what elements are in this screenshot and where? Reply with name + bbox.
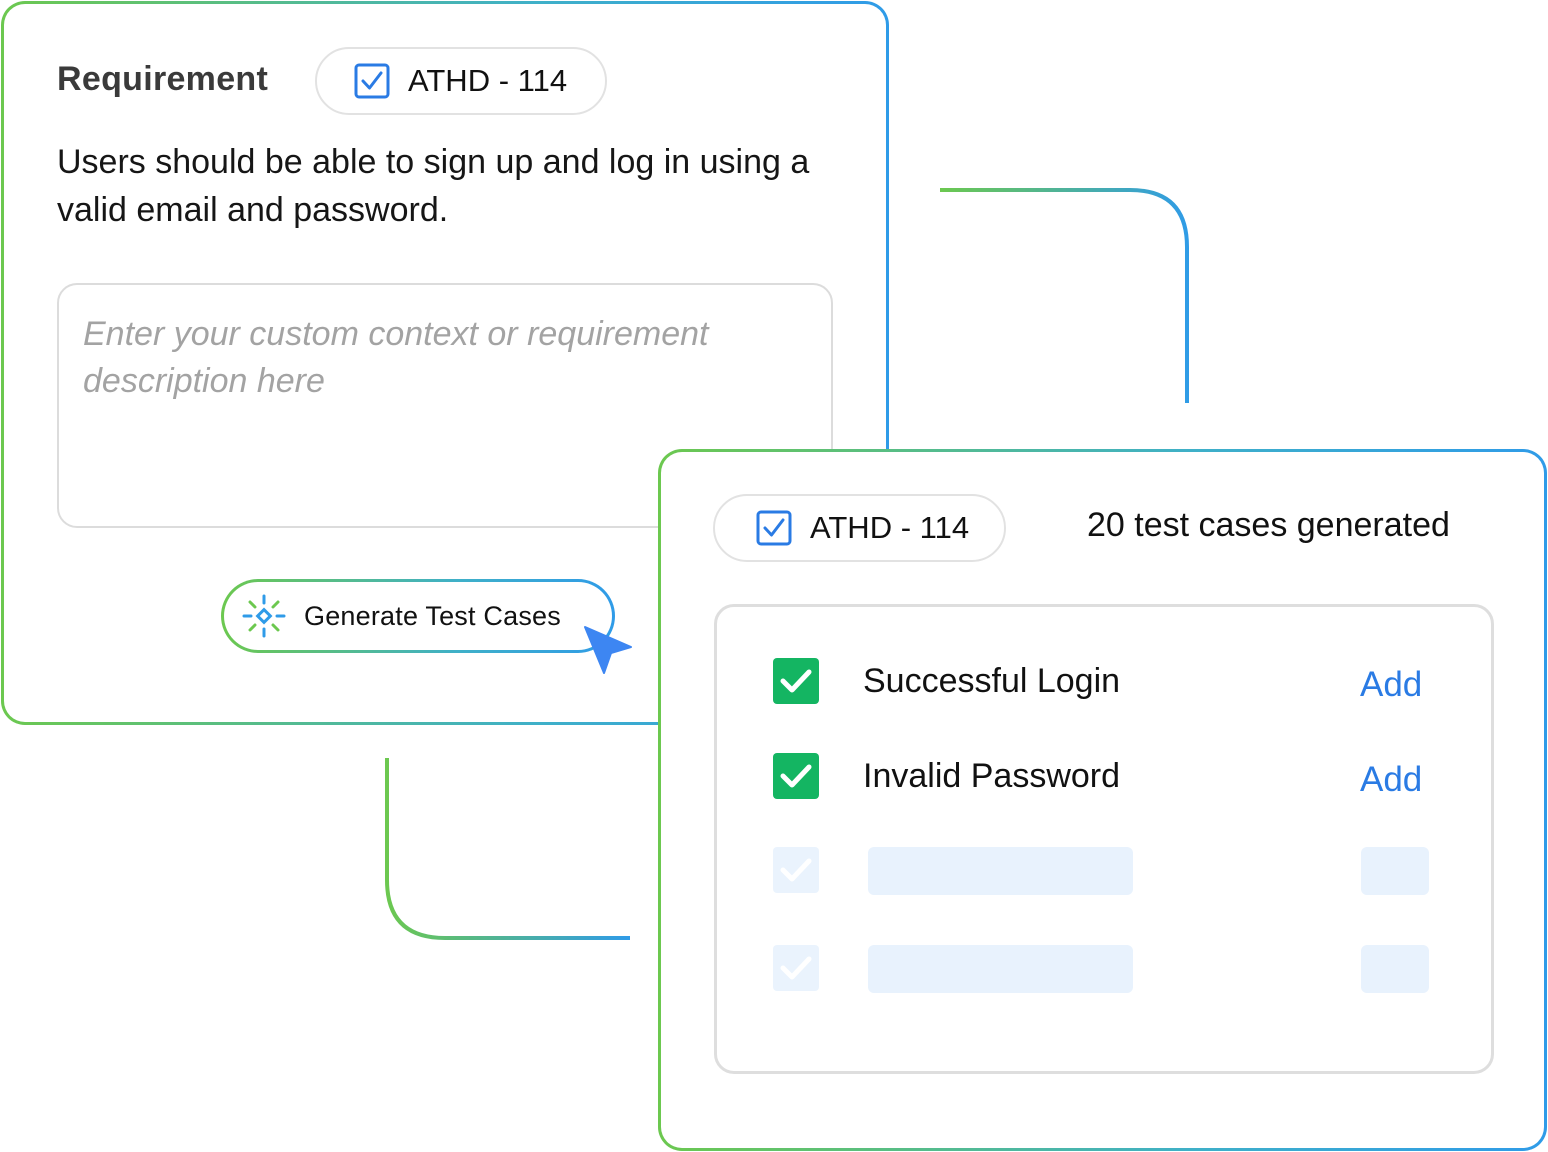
test-case-checkbox[interactable] bbox=[773, 658, 819, 704]
ticket-chip[interactable]: ATHD - 114 bbox=[713, 494, 1006, 562]
check-icon bbox=[780, 956, 812, 980]
ticket-id: ATHD - 114 bbox=[408, 63, 568, 98]
check-icon bbox=[780, 858, 812, 882]
generate-button-label: Generate Test Cases bbox=[304, 600, 561, 631]
checkbox-icon bbox=[756, 510, 792, 546]
check-icon bbox=[780, 764, 812, 788]
generate-test-cases-button[interactable]: Generate Test Cases bbox=[221, 579, 615, 653]
add-test-case-link[interactable]: Add bbox=[1360, 665, 1423, 704]
test-case-title: Invalid Password bbox=[863, 757, 1121, 795]
connector-bottom bbox=[385, 758, 630, 940]
placeholder-action-bar bbox=[1361, 847, 1429, 895]
connector-top bbox=[940, 188, 1189, 403]
requirement-card: Requirement ATHD - 114 Users should be a… bbox=[1, 1, 889, 725]
test-case-title: Successful Login bbox=[863, 662, 1121, 700]
list-item: Successful Login Add bbox=[717, 658, 1491, 708]
ai-sparkle-icon bbox=[242, 594, 286, 638]
add-test-case-link[interactable]: Add bbox=[1360, 760, 1423, 799]
requirement-description: Users should be able to sign up and log … bbox=[57, 143, 810, 229]
placeholder-checkbox bbox=[773, 847, 819, 893]
placeholder-title-bar bbox=[868, 847, 1133, 895]
loading-placeholder-row bbox=[717, 945, 1491, 995]
list-item: Invalid Password Add bbox=[717, 753, 1491, 803]
custom-context-input[interactable] bbox=[57, 283, 833, 528]
placeholder-action-bar bbox=[1361, 945, 1429, 993]
ticket-id: ATHD - 114 bbox=[810, 510, 970, 545]
placeholder-title-bar bbox=[868, 945, 1133, 993]
loading-placeholder-row bbox=[717, 847, 1491, 897]
requirement-title: Requirement bbox=[57, 60, 269, 98]
placeholder-checkbox bbox=[773, 945, 819, 991]
check-icon bbox=[780, 669, 812, 693]
test-cases-list: Successful Login Add Invalid Password Ad… bbox=[714, 604, 1494, 1074]
test-case-checkbox[interactable] bbox=[773, 753, 819, 799]
generated-test-cases-card: ATHD - 114 20 test cases generated Succe… bbox=[658, 449, 1547, 1151]
generated-count-text: 20 test cases generated bbox=[1087, 506, 1450, 544]
checkbox-icon bbox=[354, 63, 390, 99]
ticket-chip[interactable]: ATHD - 114 bbox=[315, 47, 607, 115]
pointer-cursor-icon bbox=[584, 626, 632, 674]
